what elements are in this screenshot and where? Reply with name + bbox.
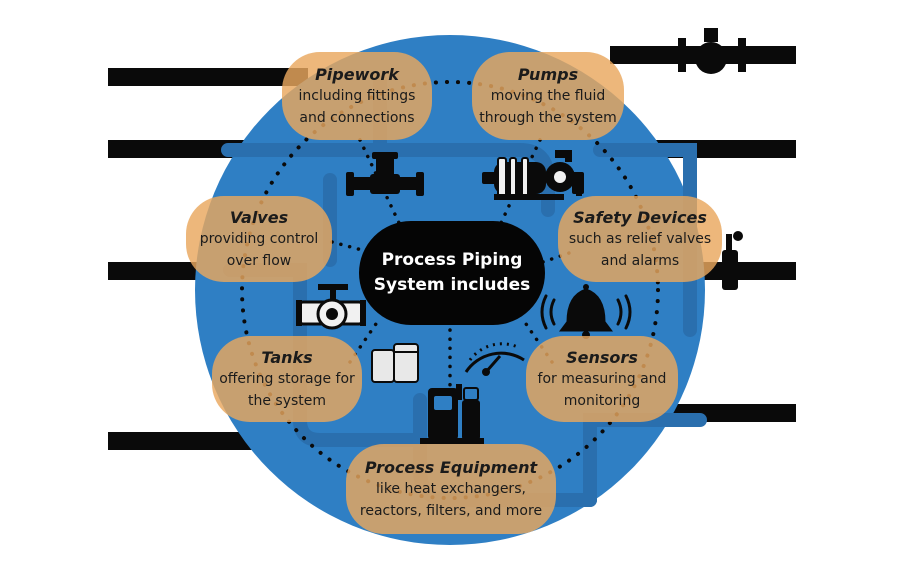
item-desc-line-2: reactors, filters, and more xyxy=(359,502,543,519)
process-equipment-icon xyxy=(420,384,484,444)
center-line-2: System includes xyxy=(373,275,531,295)
item-desc-line-2: over flow xyxy=(226,252,292,269)
item-desc-line-1: like heat exchangers, xyxy=(376,480,526,497)
tanks-icon xyxy=(371,343,419,383)
item-title: Tanks xyxy=(261,347,313,367)
pipe-tee-icon xyxy=(346,152,424,196)
item-title: Pipework xyxy=(315,64,399,84)
item-title: Safety Devices xyxy=(573,207,707,227)
pump-icon xyxy=(482,150,584,200)
pressure-gauge-icon xyxy=(464,342,525,376)
item-desc-line-2: through the system xyxy=(479,109,617,126)
item-title: Pumps xyxy=(517,64,579,84)
item-desc-line-1: such as relief valves xyxy=(568,230,712,247)
item-desc-line-1: for measuring and xyxy=(537,370,667,387)
valve-icon xyxy=(296,284,366,330)
item-valves: Valves providing control over flow xyxy=(186,196,332,282)
item-desc-line-2: monitoring xyxy=(563,392,641,409)
item-title: Valves xyxy=(229,207,289,227)
item-title: Process Equipment xyxy=(364,457,538,477)
item-desc-line-2: and connections xyxy=(299,109,415,126)
item-desc-line-1: providing control xyxy=(199,230,319,247)
item-process-equipment: Process Equipment like heat exchangers, … xyxy=(346,444,556,534)
item-desc-line-2: the system xyxy=(247,392,327,409)
item-desc-line-2: and alarms xyxy=(600,252,680,269)
item-desc-line-1: offering storage for xyxy=(219,370,355,387)
item-sensors: Sensors for measuring and monitoring xyxy=(526,336,678,422)
item-safety-devices: Safety Devices such as relief valves and… xyxy=(558,196,722,282)
item-pumps: Pumps moving the fluid through the syste… xyxy=(472,52,624,140)
center-line-1: Process Piping xyxy=(381,250,523,270)
item-desc-line-1: including fittings xyxy=(298,87,416,104)
alarm-bell-icon xyxy=(540,284,632,339)
item-title: Sensors xyxy=(566,347,638,367)
center-label: Process Piping System includes xyxy=(359,221,545,325)
item-desc-line-1: moving the fluid xyxy=(490,87,606,104)
item-tanks: Tanks offering storage for the system xyxy=(212,336,362,422)
dotted-ring xyxy=(240,80,660,500)
item-pipework: Pipework including fittings and connecti… xyxy=(282,52,432,140)
